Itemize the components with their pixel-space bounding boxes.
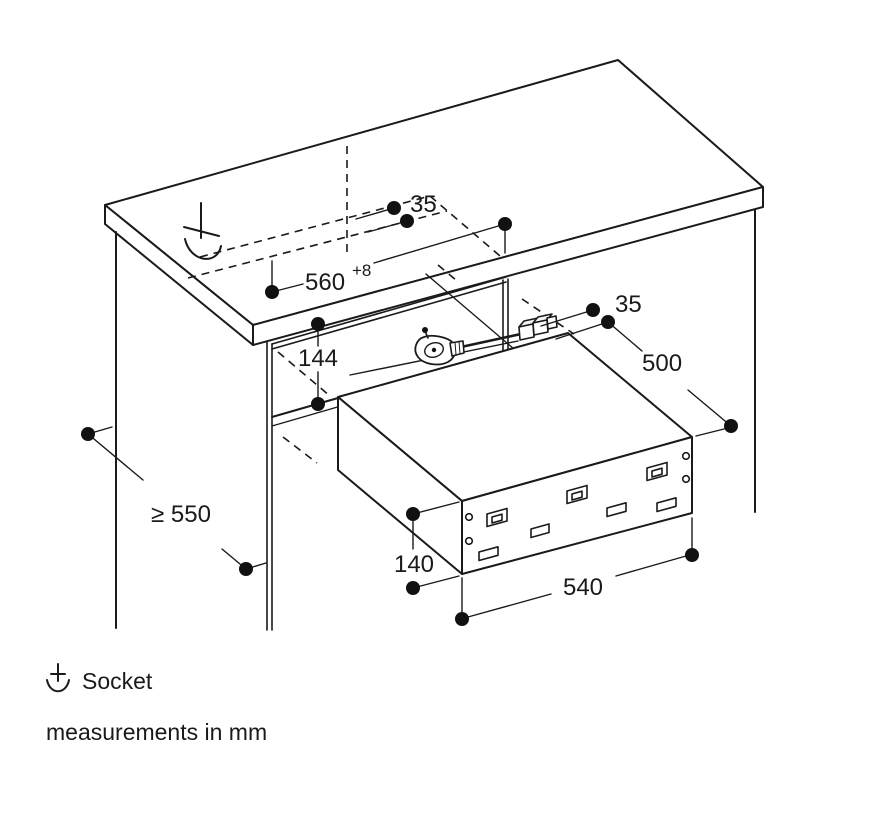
niche-shelf-bottom-edge: [271, 405, 342, 427]
cutout-right-line-lower: [437, 264, 457, 281]
dim-label-socket-side-offset: 35: [615, 291, 642, 318]
legend-socket-label: Socket: [82, 668, 153, 694]
units-note: measurements in mm: [46, 719, 267, 745]
appliance-box: [337, 332, 693, 575]
dim-label-niche-width-tolerance: +8: [352, 261, 371, 280]
socket-symbol: [183, 202, 222, 260]
dim-appliance-width: 540: [455, 517, 699, 626]
socket-symbol-arc: [184, 238, 222, 260]
power-cable: [459, 332, 523, 349]
power-plug: [414, 327, 465, 366]
appliance-screw-holes: [464, 451, 691, 546]
legend-socket-icon: [46, 663, 70, 693]
dim-label-min-worktop-depth: ≥ 550: [151, 501, 211, 528]
niche-interior-corner-line: [425, 273, 515, 350]
niche-top-edge-outer: [271, 276, 507, 345]
appliance-front-face: [461, 436, 693, 575]
socket-symbol-crossbar: [183, 226, 220, 237]
power-cord-assembly: [414, 313, 558, 366]
plug-pin-tip: [422, 327, 428, 333]
dim-label-appliance-height: 140: [394, 551, 434, 578]
dim-label-niche-height: 144: [298, 345, 338, 372]
dim-socket-side-offset: 35: [540, 291, 642, 340]
dim-label-niche-depth: 500: [642, 350, 682, 377]
cutout-front-line: [187, 210, 448, 279]
worktop: [104, 59, 764, 346]
dim-label-niche-width: 560: [305, 269, 345, 296]
niche-shelf-front-edge: [271, 397, 339, 418]
dim-niche-depth: 500: [607, 321, 738, 437]
appliance-connector: [518, 313, 558, 341]
hidden-edge-hatch-lower: [282, 436, 318, 464]
dim-worktop-cutout-back-offset: 35: [355, 191, 437, 233]
legend: Socket measurements in mm: [46, 663, 267, 745]
worktop-front-edge-face: [252, 186, 764, 346]
dim-label-appliance-width: 540: [563, 574, 603, 601]
dim-min-worktop-depth: ≥ 550: [81, 426, 267, 576]
hidden-edge-hatch-upper: [277, 351, 331, 397]
dim-label-worktop-cutout-back-offset: 35: [410, 191, 437, 218]
base-cabinet: [115, 209, 756, 631]
appliance-vent-slots: [478, 461, 677, 562]
dim-niche-width: 560 +8: [265, 217, 512, 299]
dim-appliance-height: 140: [394, 501, 460, 595]
plug-neck: [449, 340, 465, 357]
niche-top-edge-inner: [271, 281, 507, 350]
dim-niche-height: 144: [298, 317, 338, 411]
cutout-right-line: [429, 195, 501, 257]
